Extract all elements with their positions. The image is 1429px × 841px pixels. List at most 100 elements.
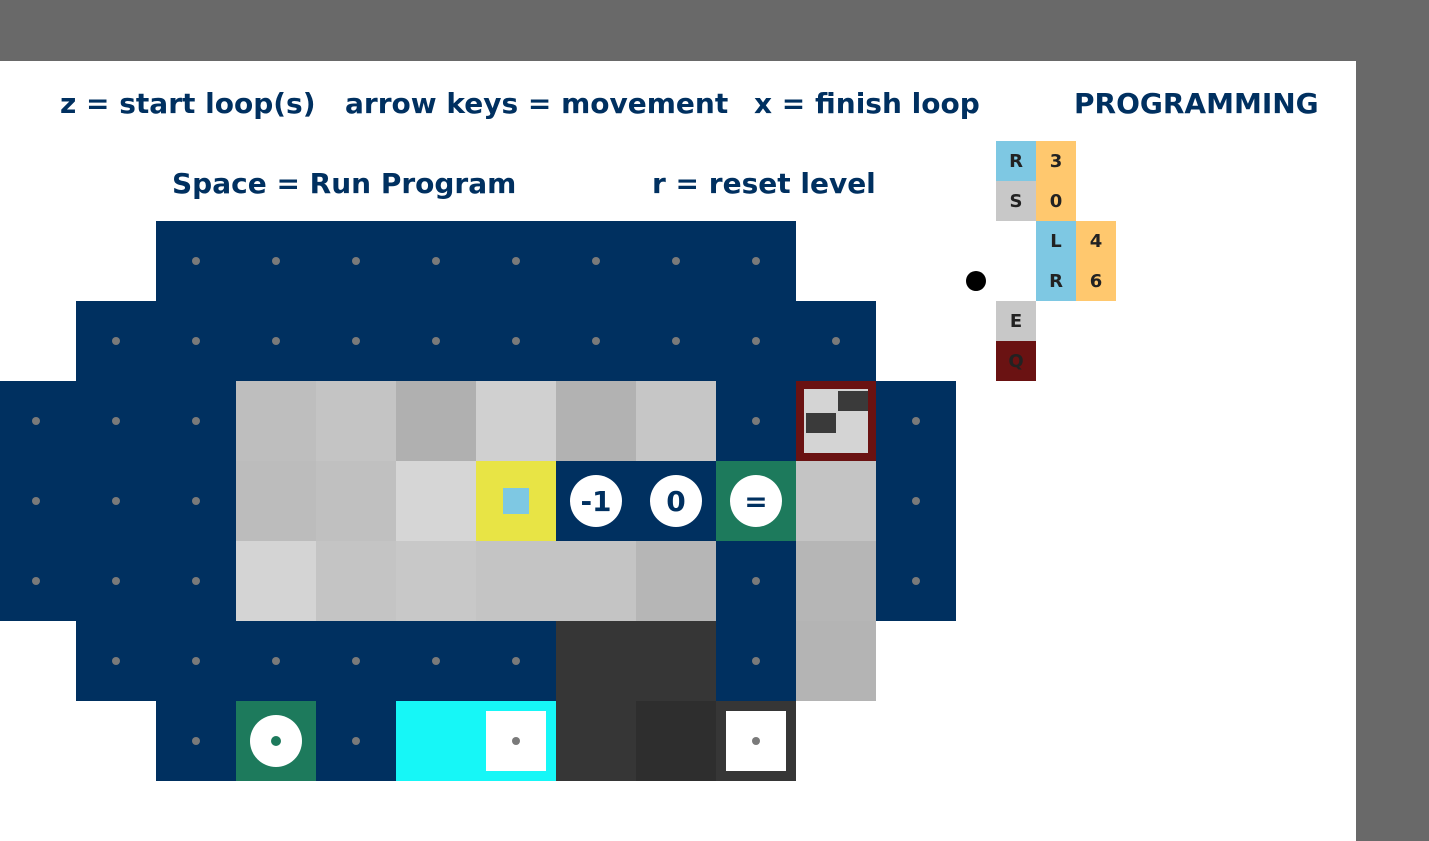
floor-tile [236, 541, 316, 621]
water-tile [76, 621, 156, 701]
water-dot [192, 417, 200, 425]
water-tile [476, 301, 556, 381]
instruction-op[interactable]: L [1036, 221, 1076, 261]
water-tile [636, 301, 716, 381]
instruction-op[interactable]: S [996, 181, 1036, 221]
goal-ring [250, 715, 302, 767]
water-tile [316, 701, 396, 781]
water-dot [192, 657, 200, 665]
block-dot [512, 737, 520, 745]
water-tile [0, 541, 76, 621]
water-tile [0, 381, 76, 461]
water-dot [592, 257, 600, 265]
player-tile [476, 461, 556, 541]
instruction-arg[interactable]: 0 [1036, 181, 1076, 221]
zero-token: 0 [650, 475, 702, 527]
water-tile [156, 541, 236, 621]
water-dot [592, 337, 600, 345]
water-dot [912, 577, 920, 585]
instruction-op[interactable]: Q [996, 341, 1036, 381]
instruction-op[interactable]: R [996, 141, 1036, 181]
program-title: PROGRAMMING [1074, 87, 1319, 120]
water-tile [716, 621, 796, 701]
floor-tile [556, 541, 636, 621]
equals-tile: = [716, 461, 796, 541]
instruction-op[interactable]: R [1036, 261, 1076, 301]
water-tile [476, 221, 556, 301]
minus-one-tile: -1 [556, 461, 636, 541]
water-dot [432, 657, 440, 665]
water-dot [672, 257, 680, 265]
water-tile [156, 301, 236, 381]
water-dot [192, 577, 200, 585]
water-tile [876, 541, 956, 621]
water-tile [636, 221, 716, 301]
water-dot [272, 657, 280, 665]
instruction-arg[interactable]: 3 [1036, 141, 1076, 181]
block-dot [752, 737, 760, 745]
water-dot [352, 657, 360, 665]
floor-tile [396, 461, 476, 541]
water-dot [32, 577, 40, 585]
floor-tile [796, 621, 876, 701]
water-tile [76, 541, 156, 621]
water-dot [512, 257, 520, 265]
water-dot [112, 577, 120, 585]
floor-tile [396, 381, 476, 461]
water-dot [752, 417, 760, 425]
water-tile [236, 301, 316, 381]
hint-movement: arrow keys = movement [345, 87, 729, 120]
water-dot [912, 497, 920, 505]
water-dot [112, 337, 120, 345]
water-tile [716, 381, 796, 461]
floor-tile [636, 381, 716, 461]
water-tile [76, 461, 156, 541]
water-tile [396, 301, 476, 381]
white-block [486, 711, 546, 771]
water-dot [512, 337, 520, 345]
water-tile [316, 221, 396, 301]
water-tile [0, 461, 76, 541]
water-dot [752, 657, 760, 665]
game-canvas[interactable]: z = start loop(s) arrow keys = movement … [0, 61, 1356, 841]
wall-tile [556, 621, 636, 701]
exit-checker [806, 391, 836, 411]
cyan-block-tile [476, 701, 556, 781]
floor-tile [236, 381, 316, 461]
water-tile [236, 221, 316, 301]
water-dot [192, 497, 200, 505]
white-block [726, 711, 786, 771]
water-tile [156, 461, 236, 541]
water-dot [352, 257, 360, 265]
wall-tile [636, 621, 716, 701]
goal-center [271, 736, 281, 746]
water-tile [76, 301, 156, 381]
water-dot [192, 257, 200, 265]
exit-tile [796, 381, 876, 461]
water-dot [32, 497, 40, 505]
instruction-arg[interactable]: 4 [1076, 221, 1116, 261]
floor-tile [476, 541, 556, 621]
water-tile [556, 221, 636, 301]
water-tile [396, 221, 476, 301]
water-tile [316, 621, 396, 701]
water-dot [752, 257, 760, 265]
water-dot [352, 737, 360, 745]
water-dot [112, 417, 120, 425]
water-dot [32, 417, 40, 425]
hint-run-program: Space = Run Program [172, 167, 517, 200]
water-tile [236, 621, 316, 701]
water-tile [556, 301, 636, 381]
water-tile [476, 621, 556, 701]
instruction-arg[interactable]: 6 [1076, 261, 1116, 301]
water-tile [876, 461, 956, 541]
water-tile [396, 621, 476, 701]
water-dot [752, 337, 760, 345]
water-dot [192, 737, 200, 745]
instruction-op[interactable]: E [996, 301, 1036, 341]
water-dot [112, 497, 120, 505]
water-dot [432, 337, 440, 345]
floor-tile [796, 461, 876, 541]
water-dot [432, 257, 440, 265]
wall-tile [636, 701, 716, 781]
